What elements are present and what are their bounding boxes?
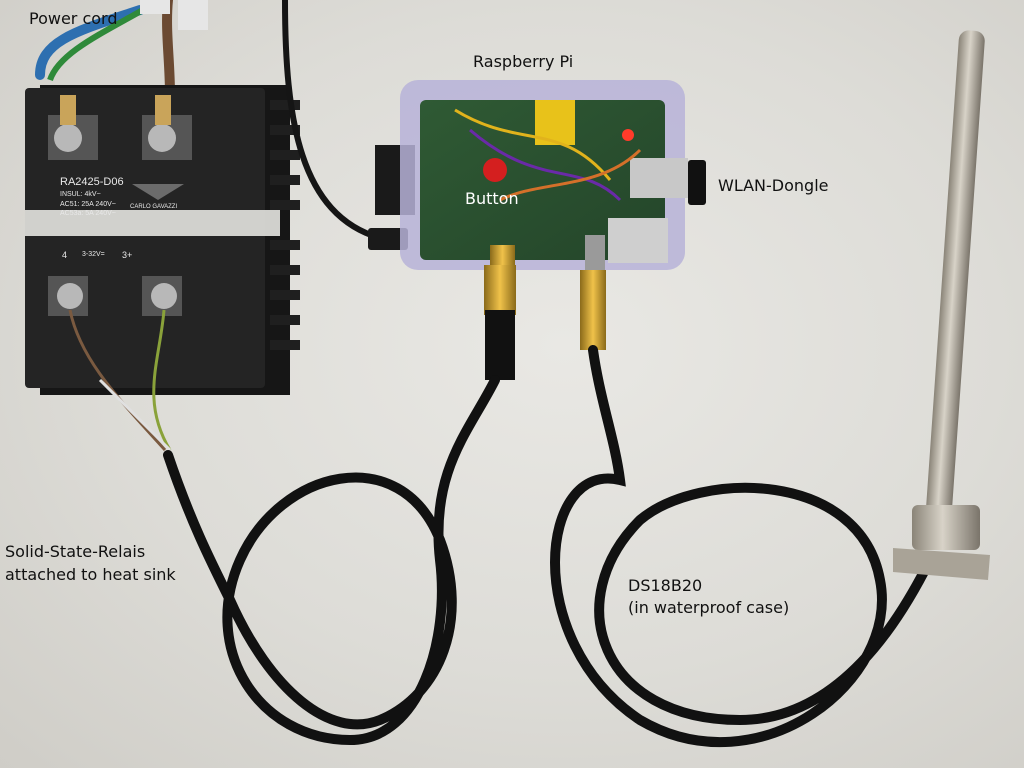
- label-button: Button: [465, 189, 519, 208]
- temperature-probe: [893, 30, 990, 580]
- black-cables: [163, 345, 935, 747]
- label-raspberry-pi: Raspberry Pi: [473, 52, 574, 71]
- label-sensor-line2: (in waterproof case): [628, 598, 790, 617]
- cable-connectors: [484, 265, 606, 380]
- relay-pin4-text: 4: [62, 250, 67, 260]
- relay-pin3-text: 3+: [122, 250, 132, 260]
- label-power-cord: Power cord: [29, 9, 118, 28]
- label-relay-line1: Solid-State-Relais: [5, 542, 146, 561]
- relay-insul-text: INSUL: 4kV~: [60, 191, 101, 198]
- label-relay-line2: attached to heat sink: [5, 565, 176, 584]
- solid-state-relay: RA2425-D06 INSUL: 4kV~ AC51: 25A 240V~ A…: [25, 88, 280, 388]
- label-sensor-line1: DS18B20: [628, 576, 703, 595]
- wlan-dongle: [688, 160, 706, 205]
- relay-model-text: RA2425-D06: [60, 176, 124, 188]
- relay-ac53-text: AC53a: 5A 240V~: [60, 210, 116, 217]
- raspberry-pi: [375, 80, 688, 275]
- relay-brand-text: CARLO GAVAZZI: [130, 204, 177, 210]
- usb-power-cable: [282, 0, 381, 241]
- red-push-button: [483, 158, 507, 182]
- relay-control-text: 3-32V=: [82, 251, 105, 258]
- label-wlan-dongle: WLAN-Dongle: [718, 176, 829, 195]
- power-cord: [35, 0, 208, 100]
- usb-plug: [368, 228, 408, 250]
- relay-signal-wires: [68, 309, 172, 452]
- relay-ac51-text: AC51: 25A 240V~: [60, 201, 116, 208]
